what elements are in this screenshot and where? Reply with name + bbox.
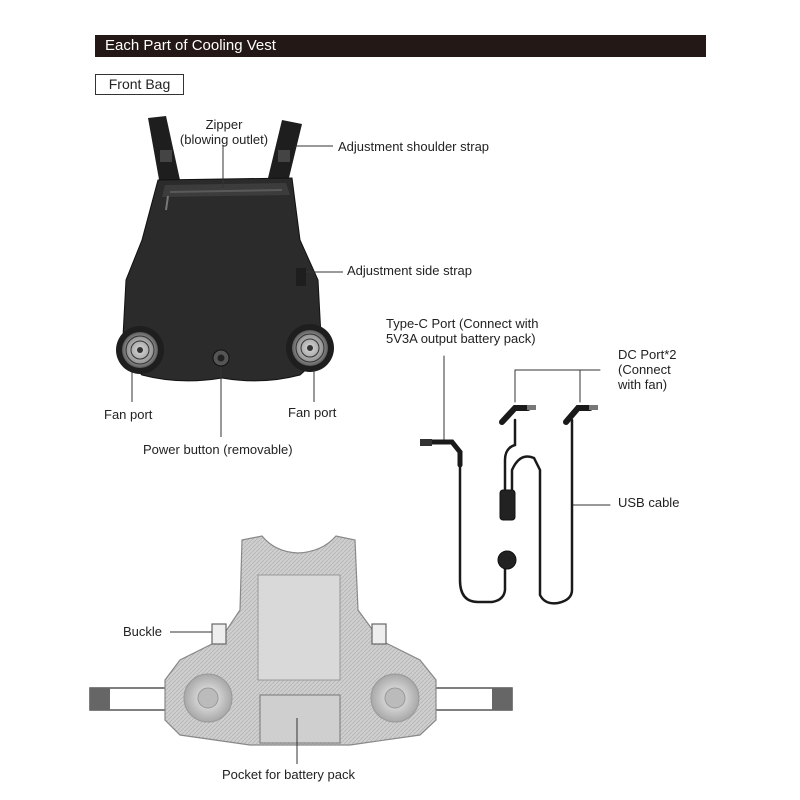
right-buckle-icon xyxy=(371,623,387,645)
zipper-line xyxy=(169,189,283,193)
back-window-panel xyxy=(257,574,341,681)
side-strap-label: Adjustment side strap xyxy=(347,263,473,278)
typec-label-line1: Type-C Port (Connect with xyxy=(386,316,539,331)
fan-port-right-label: Fan port xyxy=(288,405,337,420)
zipper-label-line1: Zipper xyxy=(205,117,243,132)
zipper-label-line2: (blowing outlet) xyxy=(179,132,269,147)
zipper-pull xyxy=(165,195,169,211)
usb-cable xyxy=(420,355,611,605)
zipper-label: Zipper (blowing outlet) xyxy=(178,117,270,147)
right-strap-buckle xyxy=(278,150,290,162)
typec-connector xyxy=(420,439,432,446)
front-callout-lines xyxy=(131,145,343,437)
dc-port-label: DC Port*2 (Connect with fan) xyxy=(618,347,677,392)
typec-port-label: Type-C Port (Connect with 5V3A output ba… xyxy=(386,316,538,346)
usb-cable-label: USB cable xyxy=(618,495,680,510)
dc-plug-right xyxy=(589,405,598,410)
power-button-label: Power button (removable) xyxy=(143,442,293,457)
dc-plug-left xyxy=(527,405,536,410)
back-vest xyxy=(89,535,513,746)
front-vest xyxy=(116,116,334,382)
left-strap-buckle xyxy=(160,150,172,162)
battery-pocket xyxy=(259,694,341,744)
left-fan-icon xyxy=(116,326,164,374)
dc-label-line3: with fan) xyxy=(618,377,668,392)
page-title: Each Part of Cooling Vest xyxy=(95,35,706,57)
shoulder-strap-label: Adjustment shoulder strap xyxy=(338,139,490,154)
dc-label-line2: (Connect xyxy=(618,362,671,377)
right-fan-icon xyxy=(286,324,334,372)
power-button-icon xyxy=(212,349,230,367)
front-vest-body xyxy=(121,177,323,382)
right-strap-end xyxy=(492,688,512,710)
cable-inline-button xyxy=(497,550,517,570)
buckle-label: Buckle xyxy=(123,624,163,639)
typec-label-line2: 5V3A output battery pack) xyxy=(386,331,536,346)
dc-label-line1: DC Port*2 xyxy=(618,347,677,362)
back-callout-lines xyxy=(170,631,298,764)
cable-splitter xyxy=(499,489,516,521)
left-strap-end xyxy=(90,688,110,710)
section-label-front-bag: Front Bag xyxy=(95,74,184,95)
left-buckle-icon xyxy=(211,623,227,645)
fan-port-left-label: Fan port xyxy=(104,407,153,422)
side-strap xyxy=(296,268,306,286)
pocket-label: Pocket for battery pack xyxy=(222,767,355,782)
